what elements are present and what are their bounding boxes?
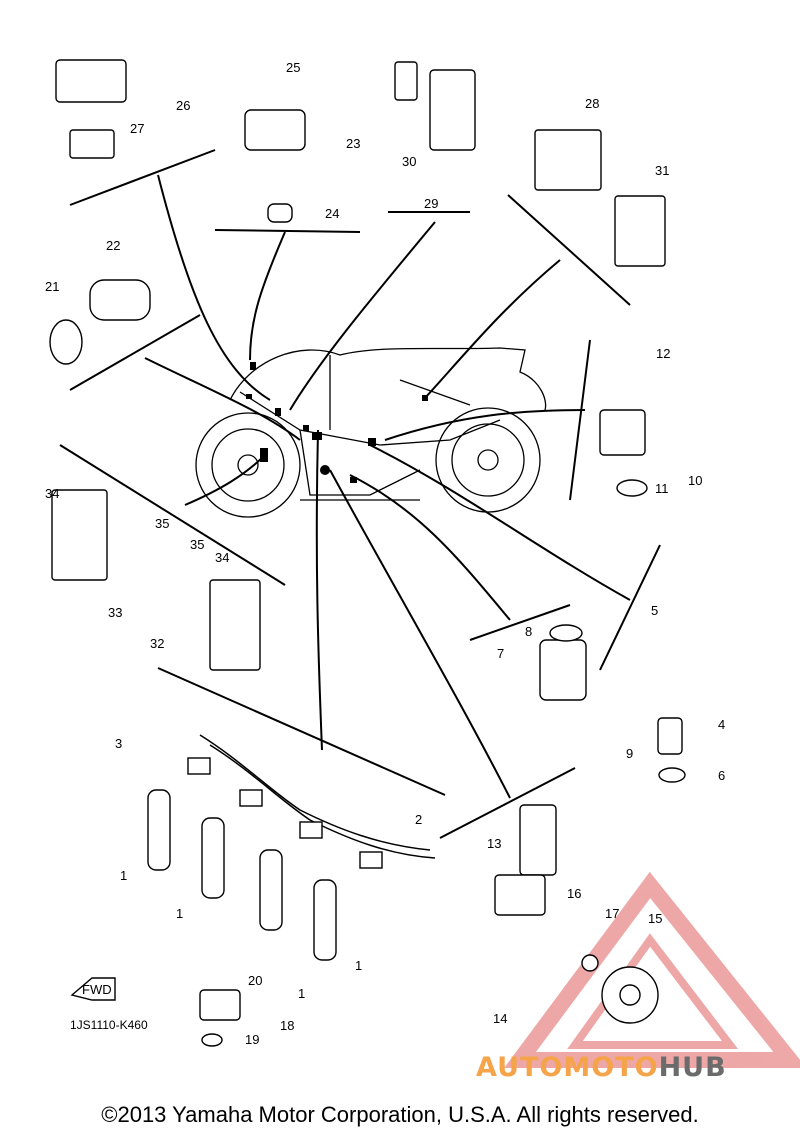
wire-harness xyxy=(187,734,436,869)
callout-30: 30 xyxy=(402,154,416,169)
callout-33: 33 xyxy=(108,605,122,620)
callout-2: 2 xyxy=(415,812,422,827)
watermark-text-part2: HUB xyxy=(658,1052,727,1083)
section-brackets xyxy=(59,149,661,839)
callout-25: 25 xyxy=(286,60,300,75)
callout-12: 12 xyxy=(656,346,670,361)
callout-8: 8 xyxy=(525,624,532,639)
callout-21: 21 xyxy=(45,279,59,294)
sensor-and-relay-parts xyxy=(49,59,686,1047)
callout-6: 6 xyxy=(718,768,725,783)
callout-9: 9 xyxy=(626,746,633,761)
callout-10: 10 xyxy=(688,473,702,488)
callout-11: 11 xyxy=(655,481,669,496)
callout-18: 18 xyxy=(280,1018,294,1033)
watermark-logo: AUTOMOTOHUB xyxy=(476,1052,727,1083)
callout-26: 26 xyxy=(176,98,190,113)
callout-4: 4 xyxy=(718,717,725,732)
callout-1a: 1 xyxy=(120,868,127,883)
callout-17: 17 xyxy=(605,906,619,921)
copyright-notice: ©2013 Yamaha Motor Corporation, U.S.A. A… xyxy=(101,1102,699,1127)
callout-1d: 1 xyxy=(355,958,362,973)
callout-34a: 34 xyxy=(45,486,59,501)
callout-1b: 1 xyxy=(176,906,183,921)
fwd-arrow: FWD xyxy=(70,977,116,1001)
callout-13: 13 xyxy=(487,836,501,851)
callout-3: 3 xyxy=(115,736,122,751)
callout-numbers: 1 1 1 1 2 3 4 5 6 7 8 9 10 11 12 13 14 1… xyxy=(45,60,725,1047)
callout-22: 22 xyxy=(106,238,120,253)
callout-35a: 35 xyxy=(155,516,169,531)
callout-28: 28 xyxy=(585,96,599,111)
diagram-code: 1JS1110-K460 xyxy=(70,1018,148,1032)
callout-35b: 35 xyxy=(190,537,204,552)
connection-markers xyxy=(246,362,428,483)
callout-32: 32 xyxy=(150,636,164,651)
callout-15: 15 xyxy=(648,911,662,926)
callout-29: 29 xyxy=(424,196,438,211)
callout-1c: 1 xyxy=(298,986,305,1001)
callout-31: 31 xyxy=(655,163,669,178)
leader-lines xyxy=(144,174,631,799)
callout-23: 23 xyxy=(346,136,360,151)
callout-14: 14 xyxy=(493,1011,507,1026)
callout-27: 27 xyxy=(130,121,144,136)
callout-7: 7 xyxy=(497,646,504,661)
callout-34b: 34 xyxy=(215,550,229,565)
motorcycle-outline xyxy=(195,347,547,518)
watermark-text-part1: AUTOMOTO xyxy=(476,1052,659,1083)
fwd-label: FWD xyxy=(82,982,112,997)
callout-5: 5 xyxy=(651,603,658,618)
callout-19: 19 xyxy=(245,1032,259,1047)
callout-16: 16 xyxy=(567,886,581,901)
ignition-coils xyxy=(147,789,337,961)
callout-24: 24 xyxy=(325,206,339,221)
callout-20: 20 xyxy=(248,973,262,988)
